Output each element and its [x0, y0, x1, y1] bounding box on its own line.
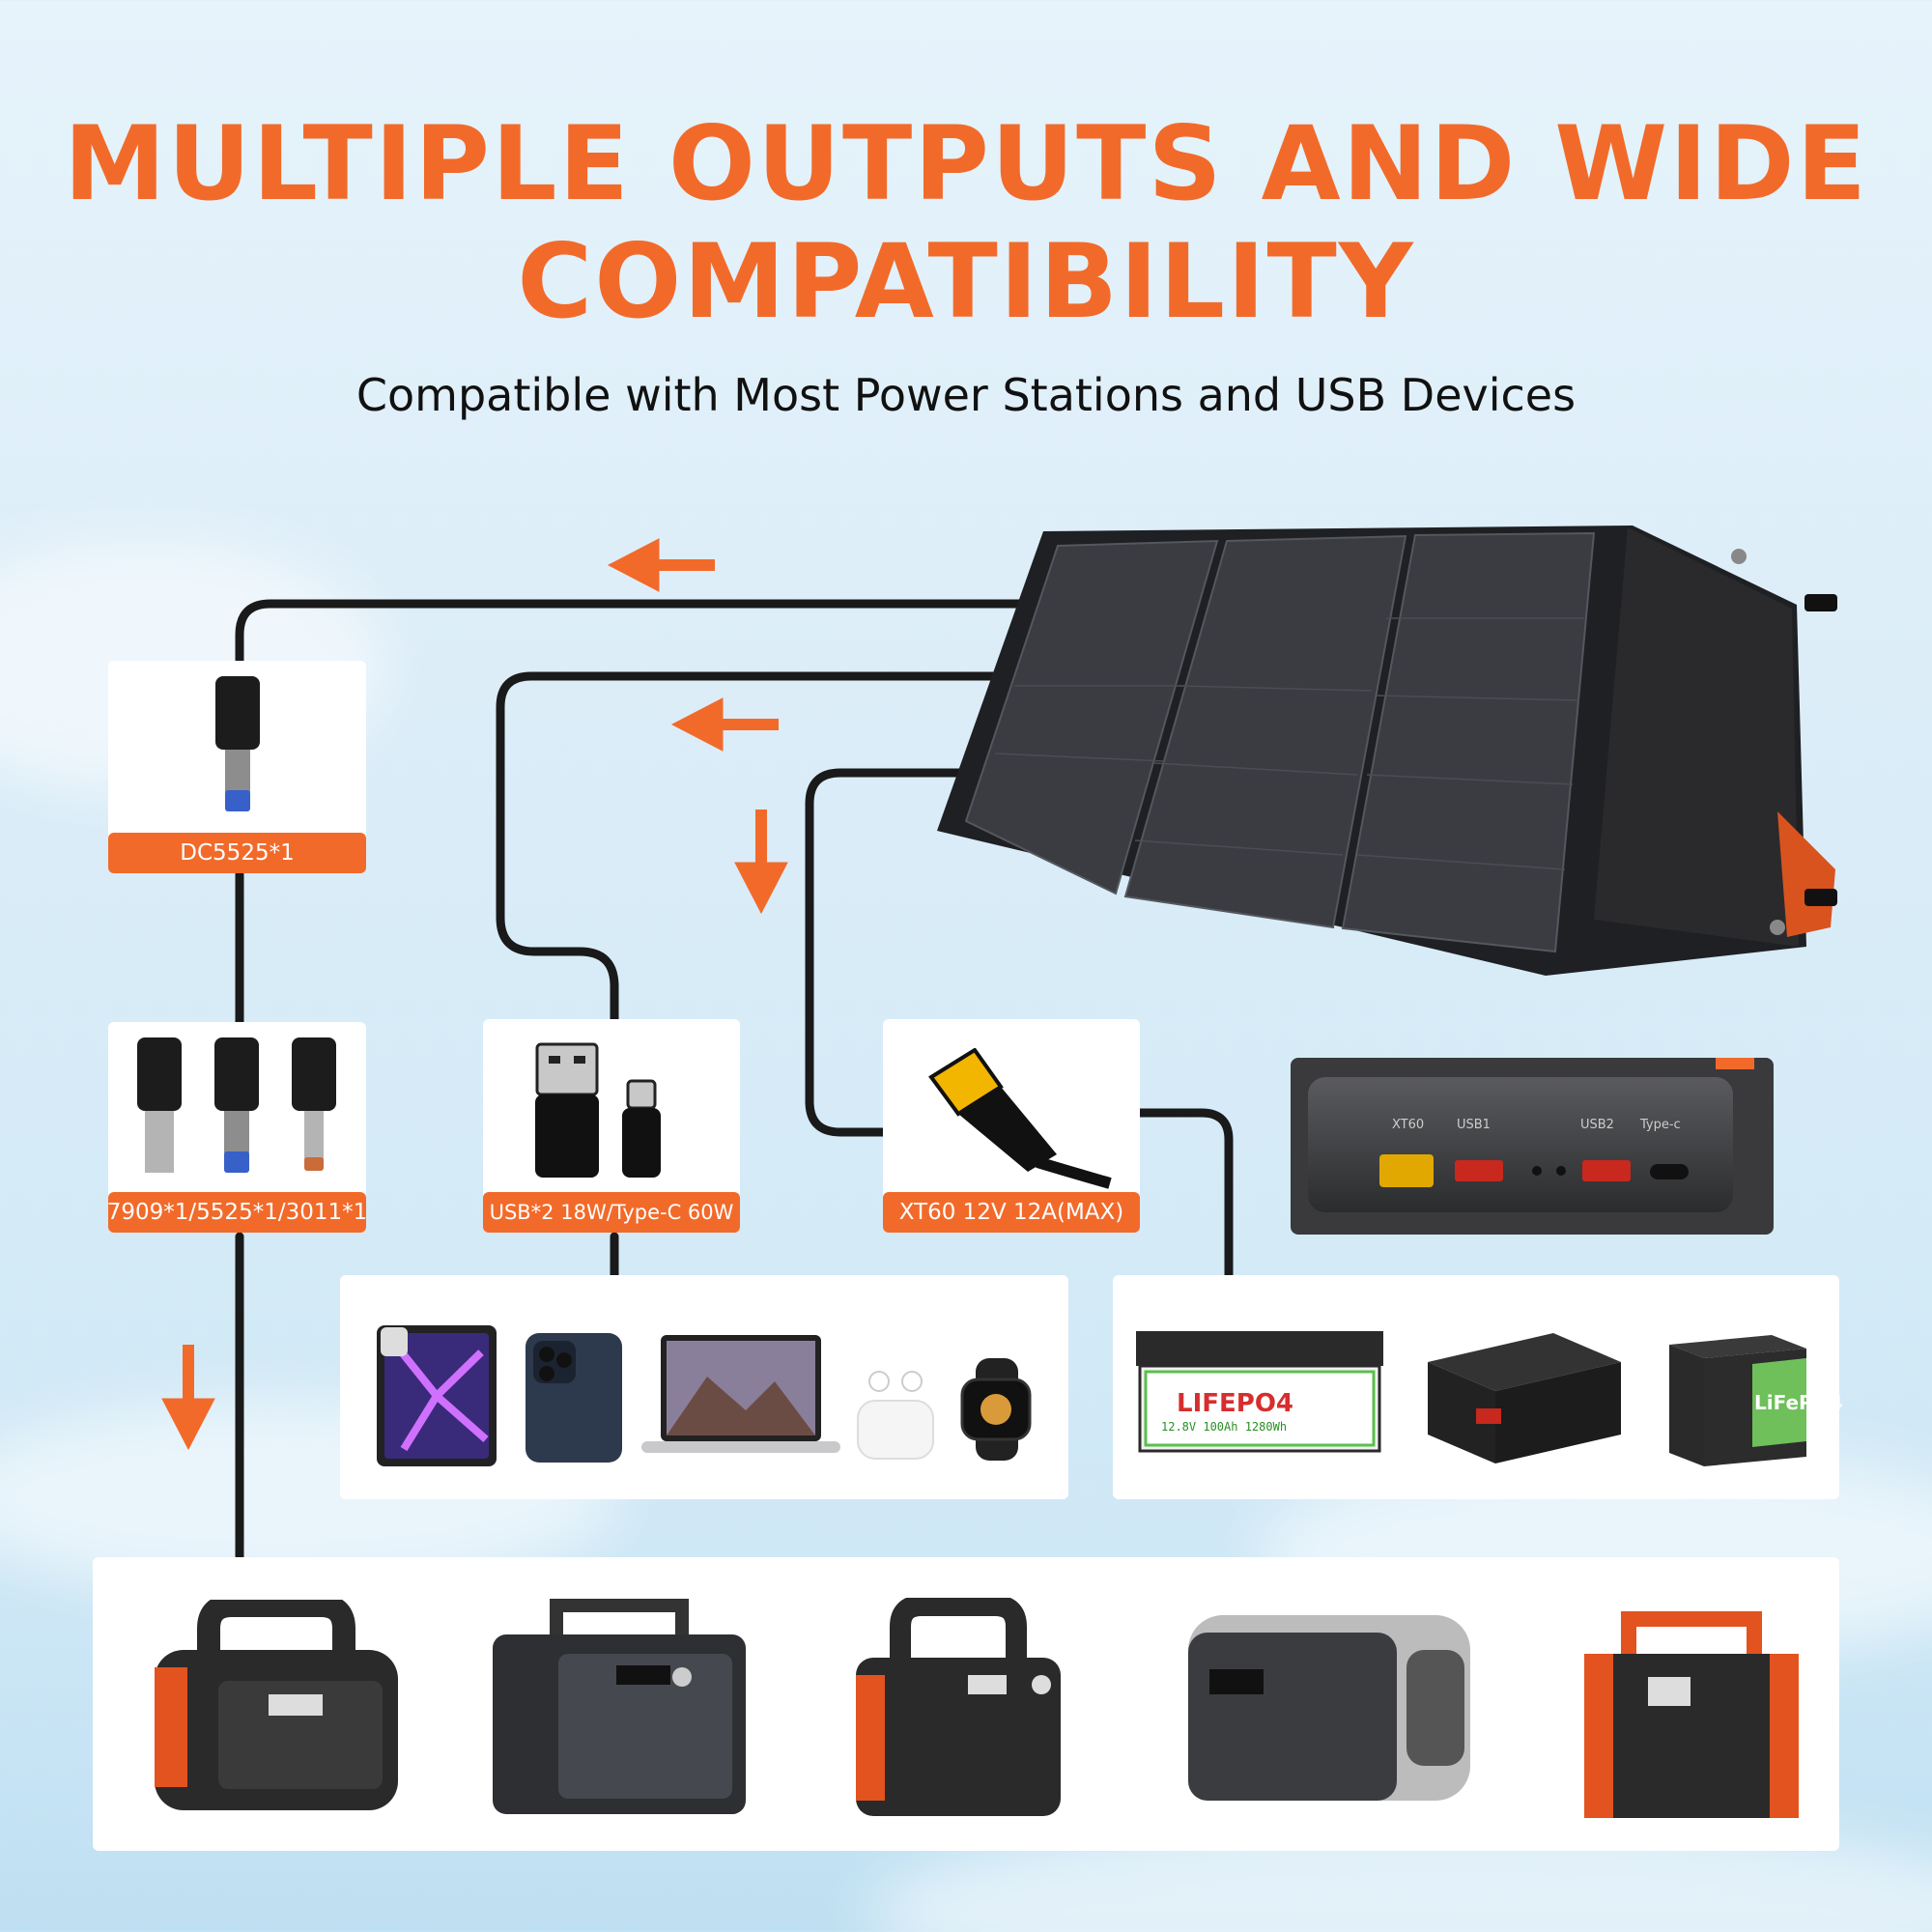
- subtitle: Compatible with Most Power Stations and …: [355, 369, 1577, 421]
- power-stations-card: [93, 1557, 1839, 1851]
- arrow-left-middle-icon: [670, 697, 779, 752]
- box-handle-icon: [1716, 1058, 1754, 1069]
- power-station-1-icon: [155, 1600, 398, 1810]
- adapter-5525-icon: [214, 1037, 259, 1173]
- lifepo4-battery-large: [1136, 1331, 1383, 1453]
- laptop-icon: [641, 1335, 840, 1453]
- lifepo4-battery-small: [1669, 1335, 1806, 1466]
- cable-xt60-right: [1133, 1108, 1234, 1280]
- port-usb1-label: USB1: [1457, 1118, 1491, 1132]
- solar-panel: [937, 526, 1837, 976]
- led-icon: [1532, 1166, 1542, 1176]
- led-icon: [1556, 1166, 1566, 1176]
- port-xt60-label: XT60: [1392, 1118, 1425, 1132]
- earbuds-icon: [857, 1371, 934, 1460]
- xt60-port-icon: [1379, 1154, 1434, 1187]
- title-line-2: COMPATIBILITY: [517, 222, 1415, 341]
- port-typec-label: Type-c: [1640, 1118, 1681, 1132]
- usb1-port-icon: [1455, 1160, 1503, 1181]
- power-station-4-icon: [1188, 1615, 1470, 1801]
- cable-usb: [496, 671, 1009, 1029]
- lifepo4-label: LIFEPO4: [1177, 1389, 1294, 1418]
- smartwatch-icon: [960, 1358, 1032, 1461]
- arrow-down-middle-icon: [734, 810, 788, 915]
- power-station-2-icon: [493, 1599, 746, 1814]
- usb-cable-icon: [535, 1042, 661, 1178]
- dc-barrel-plug-icon: [215, 676, 260, 811]
- batteries-card: LIFEPO4 12.8V 100Ah 1280Wh LiFePO4: [1113, 1275, 1843, 1499]
- usb-devices-card: [340, 1275, 1068, 1499]
- power-station-3-icon: [856, 1598, 1061, 1816]
- arrow-left-top-icon: [607, 538, 715, 592]
- lifepo4-small-label: LiFePO4: [1754, 1391, 1843, 1414]
- output-box: XT60 USB1 USB2 Type-c: [1291, 1058, 1774, 1235]
- adapters-label: 7909*1/5525*1/3011*1: [107, 1192, 367, 1233]
- cable-dc5525: [235, 599, 1029, 671]
- usb2-port-icon: [1582, 1160, 1631, 1181]
- adapter-3011-icon: [292, 1037, 336, 1171]
- arrow-down-left-icon: [161, 1345, 215, 1451]
- typec-port-icon: [1650, 1164, 1689, 1179]
- dc5525-label: DC5525*1: [108, 833, 366, 873]
- usb-label: USB*2 18W/Type-C 60W: [483, 1192, 740, 1233]
- cable-xt60: [805, 768, 990, 1137]
- lifepo4-spec: 12.8V 100Ah 1280Wh: [1161, 1420, 1288, 1434]
- panel-kickstand: [1777, 811, 1835, 937]
- adapter-7909-icon: [137, 1037, 182, 1173]
- panel-cells: [964, 531, 1596, 953]
- xt60-label: XT60 12V 12A(MAX): [883, 1192, 1140, 1233]
- tablet-icon: [377, 1325, 497, 1466]
- power-station-5-icon: [1584, 1611, 1799, 1818]
- xt60-plug-icon: [928, 1048, 1112, 1189]
- battery-box-icon: [1428, 1333, 1621, 1463]
- title-line-1: MULTIPLE OUTPUTS AND WIDE: [63, 104, 1869, 223]
- phone-icon: [526, 1333, 622, 1463]
- port-usb2-label: USB2: [1580, 1118, 1614, 1132]
